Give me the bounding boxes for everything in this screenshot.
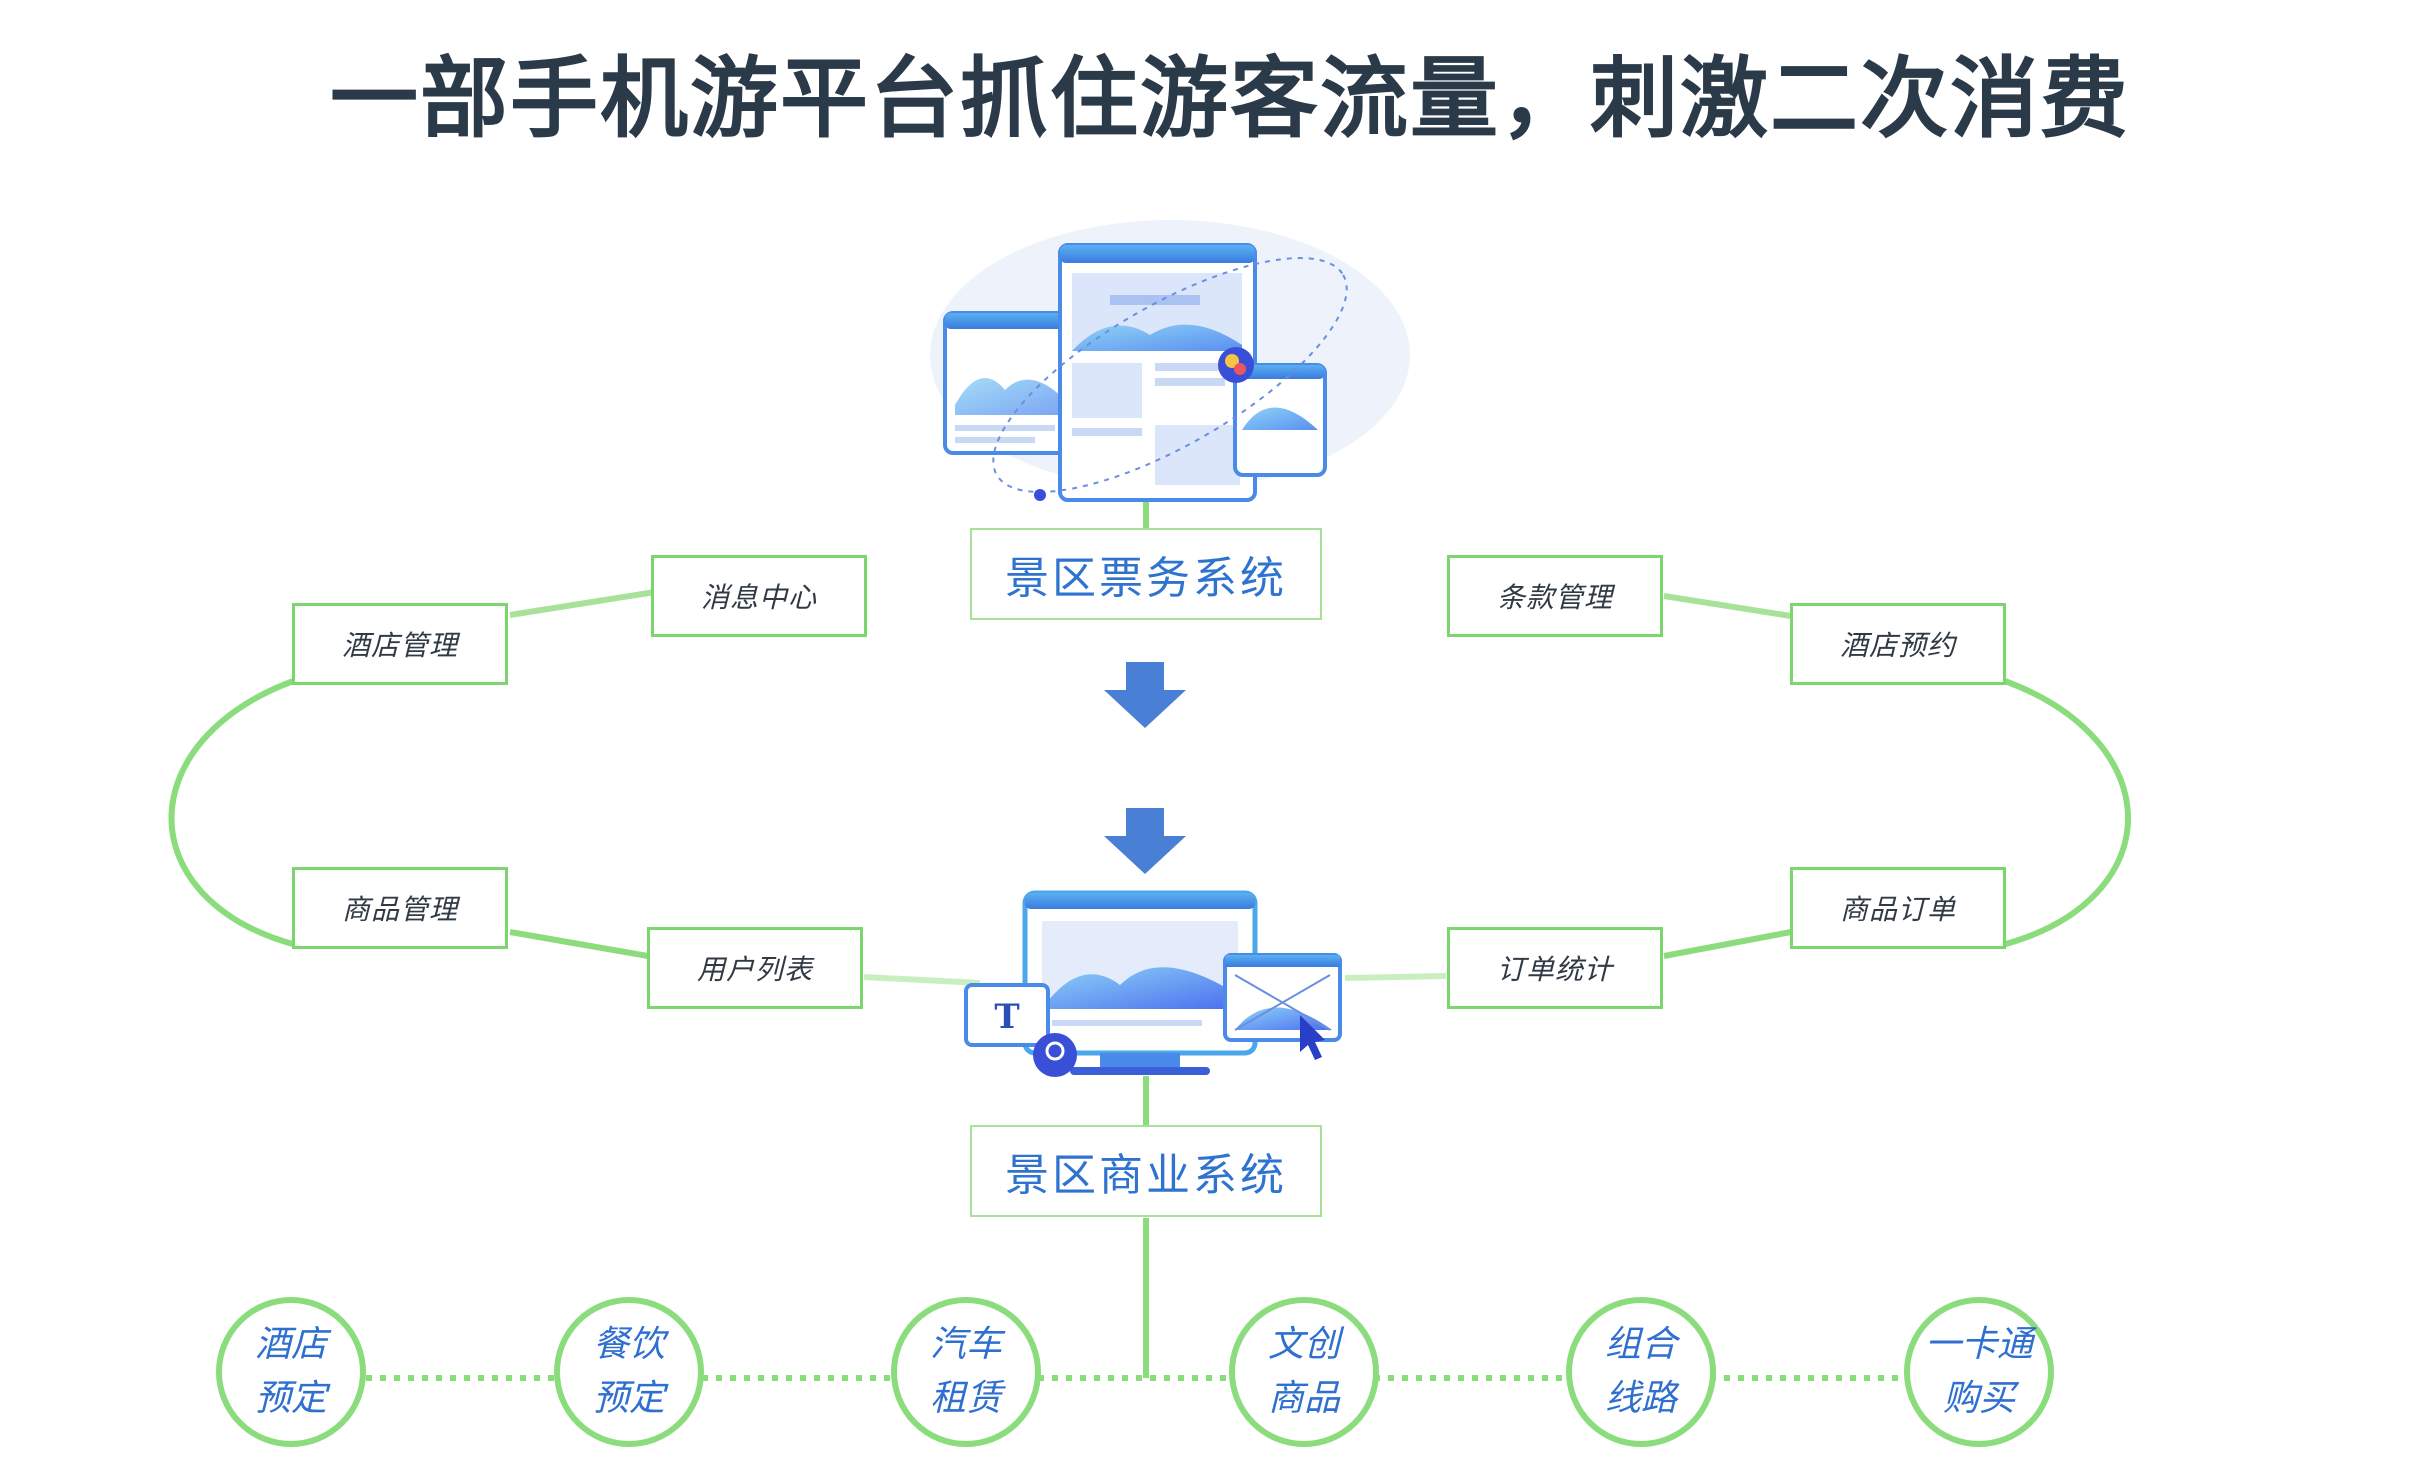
service-label-line1: 文创 bbox=[1267, 1324, 1340, 1365]
service-label-line2: 商品 bbox=[1267, 1378, 1340, 1419]
module-hotel-booking: 酒店预约 bbox=[1790, 603, 2006, 685]
arrow-down-icon bbox=[1104, 662, 1186, 728]
right-bottom-link bbox=[1663, 929, 1792, 959]
left-top-link bbox=[509, 589, 656, 618]
ticket-illustration-icon bbox=[930, 220, 1410, 502]
page-title: 一部手机游平台抓住游客流量，刺激二次消费 bbox=[330, 47, 2131, 150]
module-product-management: 商品管理 bbox=[292, 867, 508, 949]
service-label-line2: 预定 bbox=[592, 1378, 665, 1419]
service-combo-routes: 组合 线路 bbox=[1566, 1297, 1716, 1447]
module-user-list: 用户列表 bbox=[647, 927, 863, 1009]
service-one-card-purchase: 一卡通 购买 bbox=[1904, 1297, 2054, 1447]
service-label-line1: 汽车 bbox=[929, 1324, 1002, 1365]
module-hotel-management: 酒店管理 bbox=[292, 603, 508, 685]
module-message-center: 消息中心 bbox=[651, 555, 867, 637]
right-loop-line bbox=[2000, 677, 2131, 948]
arrow-down-icon bbox=[1104, 808, 1186, 874]
left-bottom-link bbox=[509, 929, 649, 959]
service-label-line2: 预定 bbox=[254, 1378, 327, 1419]
business-system-box: 景区商业系统 bbox=[970, 1125, 1322, 1217]
left-loop-line bbox=[168, 677, 298, 948]
service-label-line2: 租赁 bbox=[929, 1378, 1002, 1419]
service-cultural-products: 文创 商品 bbox=[1229, 1297, 1379, 1447]
service-label-line1: 组合 bbox=[1604, 1324, 1677, 1365]
service-label-line1: 一卡通 bbox=[1924, 1324, 2033, 1365]
service-label-line1: 酒店 bbox=[254, 1324, 327, 1365]
ticket-system-box: 景区票务系统 bbox=[970, 528, 1322, 620]
module-order-statistics: 订单统计 bbox=[1447, 927, 1663, 1009]
service-label-line1: 餐饮 bbox=[592, 1324, 665, 1365]
service-hotel-booking: 酒店 预定 bbox=[216, 1297, 366, 1447]
svg-text:T: T bbox=[994, 997, 1019, 1037]
business-illustration-icon: T bbox=[964, 890, 1342, 1077]
service-label-line2: 线路 bbox=[1604, 1378, 1677, 1419]
service-label-line2: 购买 bbox=[1942, 1378, 2015, 1419]
left-to-center-link bbox=[863, 974, 981, 986]
service-dining-booking: 餐饮 预定 bbox=[554, 1297, 704, 1447]
right-to-center-link bbox=[1344, 973, 1447, 981]
service-car-rental: 汽车 租赁 bbox=[891, 1297, 1041, 1447]
right-top-link bbox=[1663, 593, 1792, 619]
module-terms-management: 条款管理 bbox=[1447, 555, 1663, 637]
module-product-orders: 商品订单 bbox=[1790, 867, 2006, 949]
